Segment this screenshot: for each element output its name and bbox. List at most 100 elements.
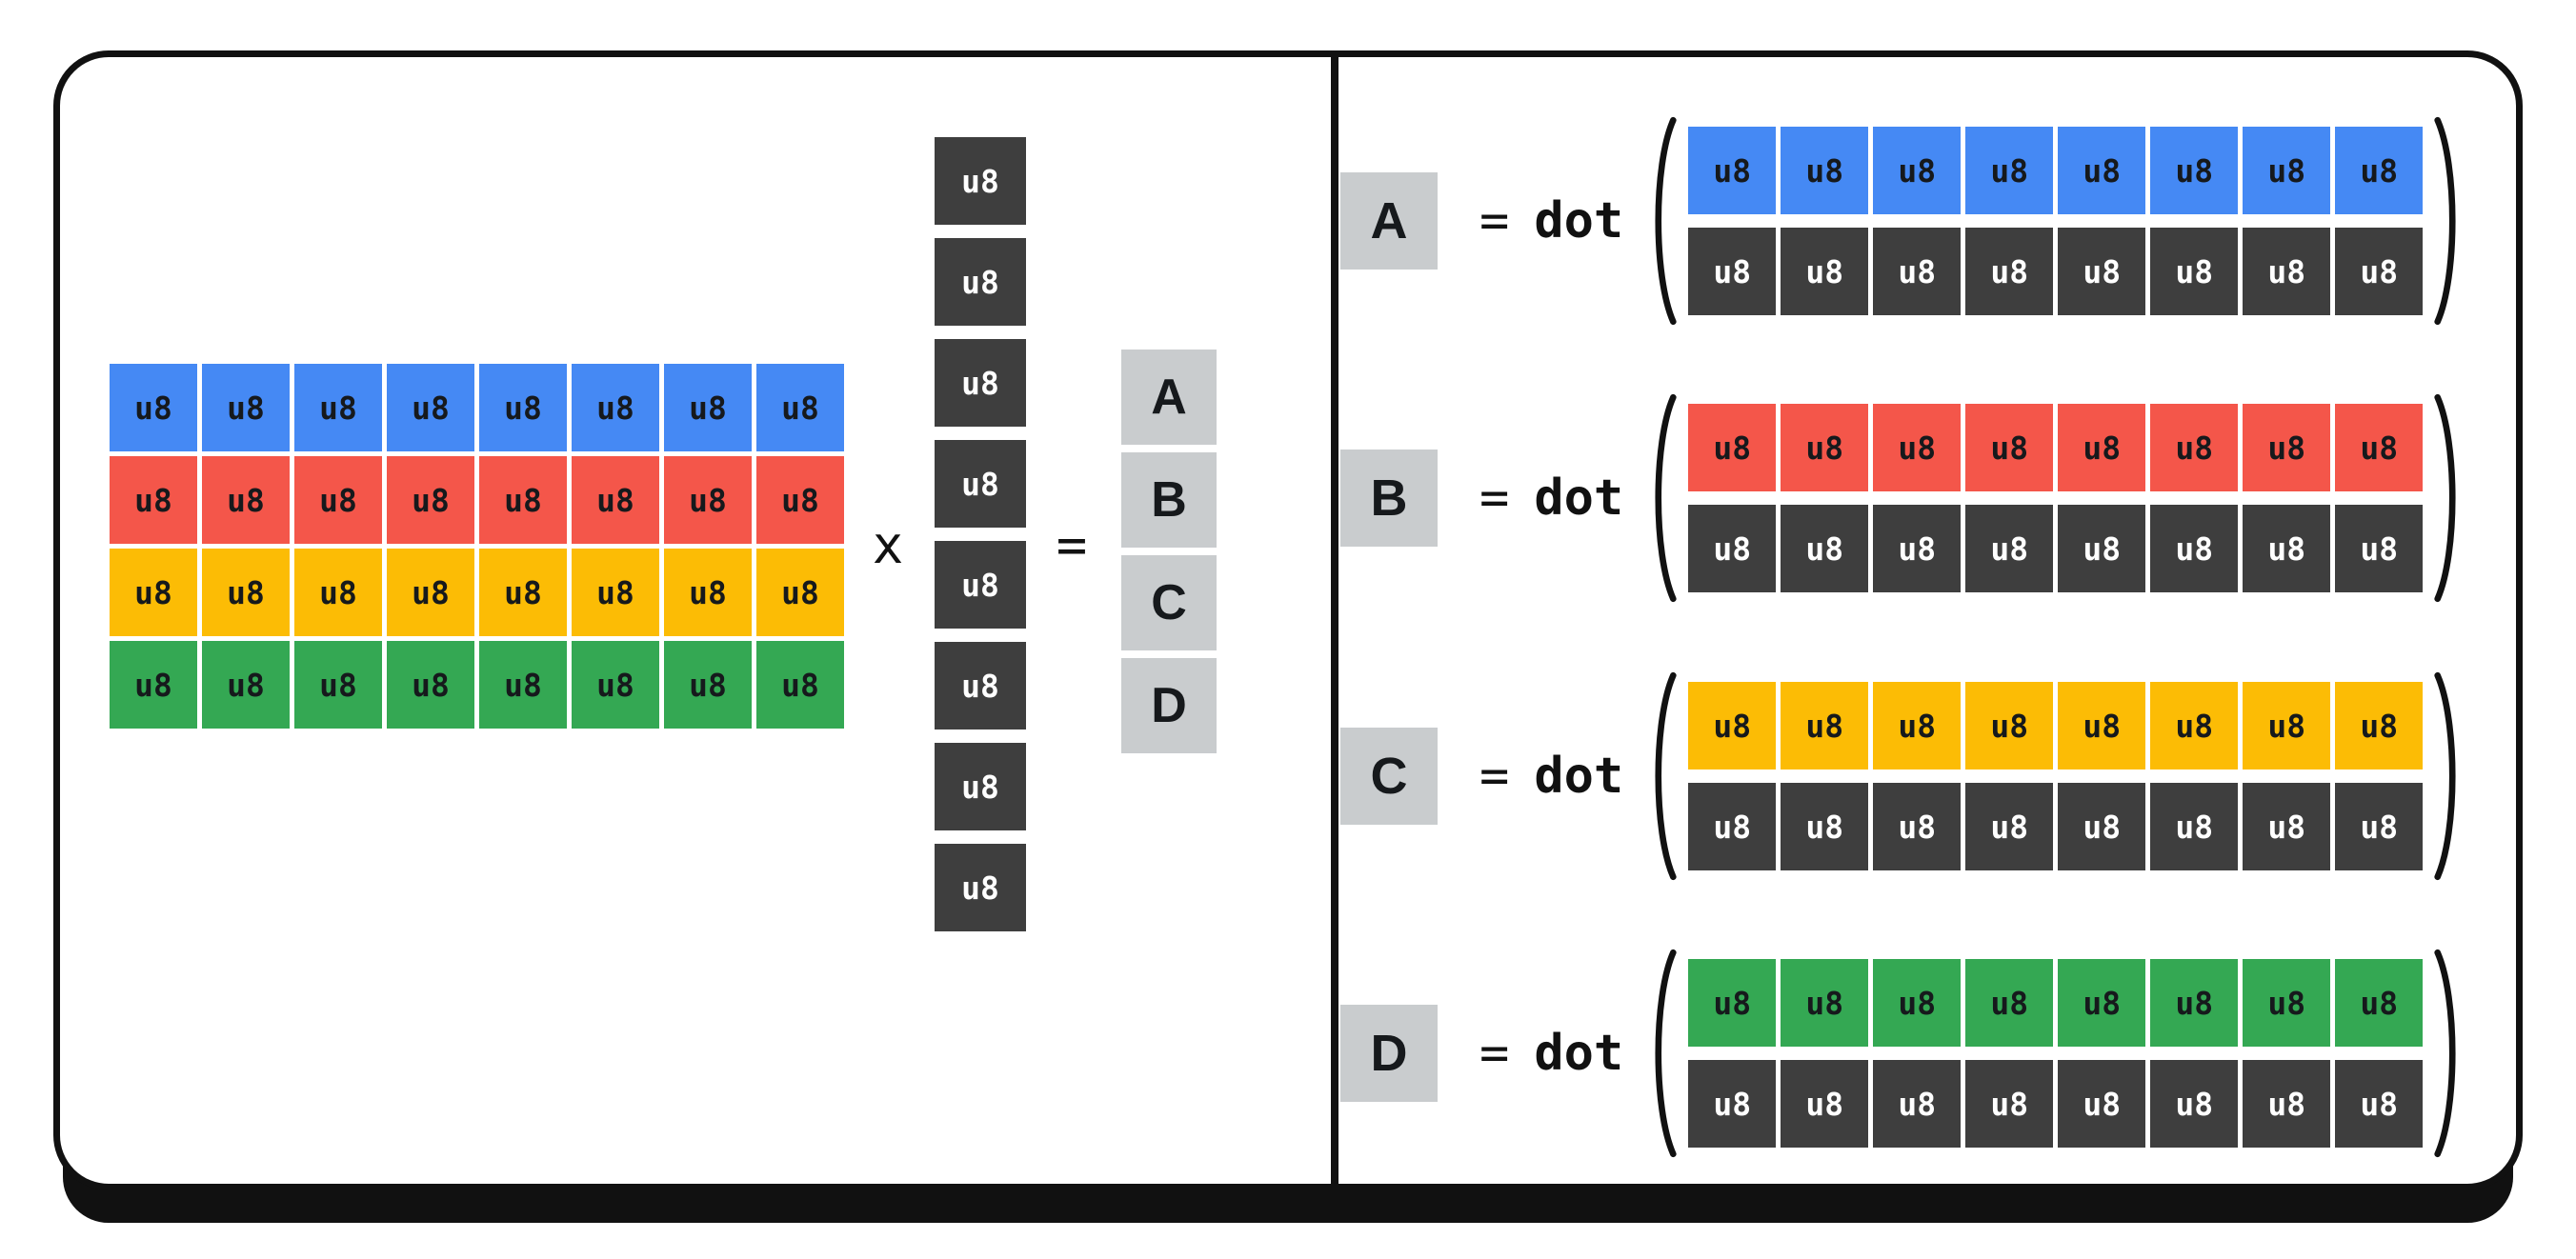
result-vector: A B C D xyxy=(1121,350,1217,753)
result-label-d: D xyxy=(1340,1005,1438,1102)
dot-function-label: dot xyxy=(1534,1025,1624,1082)
u8-cell: u8 xyxy=(2058,783,2146,870)
dot-function-label: dot xyxy=(1534,748,1624,805)
open-paren-icon xyxy=(1655,949,1677,1158)
u8-cell: u8 xyxy=(1873,682,1962,769)
u8-cell: u8 xyxy=(1781,228,1869,315)
u8-cell: u8 xyxy=(479,549,567,636)
close-paren-icon xyxy=(2434,671,2456,881)
result-label-c: C xyxy=(1340,728,1438,825)
u8-cell: u8 xyxy=(756,641,844,729)
u8-cell: u8 xyxy=(1688,783,1777,870)
result-label-a: A xyxy=(1340,172,1438,270)
u8-cell: u8 xyxy=(2335,682,2424,769)
dot-function-label: dot xyxy=(1534,192,1624,250)
u8-cell: u8 xyxy=(2150,959,2239,1047)
u8-cell: u8 xyxy=(2243,783,2331,870)
u8-cell: u8 xyxy=(1965,783,2054,870)
u8-cell: u8 xyxy=(935,440,1026,528)
u8-cell: u8 xyxy=(479,641,567,729)
open-paren-icon xyxy=(1655,393,1677,603)
u8-cell: u8 xyxy=(1781,127,1869,214)
u8-cell: u8 xyxy=(1688,1060,1777,1148)
u8-cell: u8 xyxy=(110,549,197,636)
u8-cell: u8 xyxy=(664,641,752,729)
u8-cell: u8 xyxy=(110,364,197,451)
equals-sign: = xyxy=(1479,748,1510,805)
u8-cell: u8 xyxy=(2058,228,2146,315)
u8-cell: u8 xyxy=(2243,682,2331,769)
u8-cell: u8 xyxy=(294,549,382,636)
u8-cell: u8 xyxy=(2243,1060,2331,1148)
u8-cell: u8 xyxy=(2150,404,2239,491)
u8-cell: u8 xyxy=(2243,505,2331,592)
u8-cell: u8 xyxy=(664,364,752,451)
close-paren-icon xyxy=(2434,949,2456,1158)
u8-cell: u8 xyxy=(572,549,659,636)
u8-cell: u8 xyxy=(1965,682,2054,769)
result-cell-d: D xyxy=(1121,658,1217,753)
u8-cell: u8 xyxy=(2150,682,2239,769)
u8-cell: u8 xyxy=(1873,959,1962,1047)
u8-cell: u8 xyxy=(664,456,752,544)
u8-cell: u8 xyxy=(479,364,567,451)
u8-cell: u8 xyxy=(2150,1060,2239,1148)
u8-cell: u8 xyxy=(2335,127,2424,214)
u8-cell: u8 xyxy=(294,456,382,544)
u8-cell: u8 xyxy=(935,137,1026,225)
u8-cell: u8 xyxy=(935,743,1026,830)
u8-cell: u8 xyxy=(2335,404,2424,491)
close-paren-icon xyxy=(2434,116,2456,326)
u8-cell: u8 xyxy=(1688,682,1777,769)
u8-cell: u8 xyxy=(294,641,382,729)
u8-cell: u8 xyxy=(1965,1060,2054,1148)
u8-cell: u8 xyxy=(1965,228,2054,315)
u8-cell: u8 xyxy=(935,844,1026,931)
u8-cell: u8 xyxy=(2335,505,2424,592)
u8-cell: u8 xyxy=(2335,959,2424,1047)
result-cell-b: B xyxy=(1121,452,1217,548)
u8-cell: u8 xyxy=(2058,682,2146,769)
multiply-operator: x xyxy=(872,515,904,575)
u8-cell: u8 xyxy=(110,456,197,544)
result-label-b: B xyxy=(1340,450,1438,547)
u8-cell: u8 xyxy=(387,549,474,636)
u8-cell: u8 xyxy=(202,641,290,729)
u8-cell: u8 xyxy=(1965,404,2054,491)
u8-cell: u8 xyxy=(110,641,197,729)
open-paren-icon xyxy=(1655,116,1677,326)
u8-cell: u8 xyxy=(2335,228,2424,315)
u8-cell: u8 xyxy=(1965,959,2054,1047)
u8-cell: u8 xyxy=(1781,783,1869,870)
u8-cell: u8 xyxy=(1781,1060,1869,1148)
u8-cell: u8 xyxy=(572,456,659,544)
u8-cell: u8 xyxy=(2058,404,2146,491)
u8-cell: u8 xyxy=(2058,505,2146,592)
u8-cell: u8 xyxy=(1873,783,1962,870)
u8-cell: u8 xyxy=(756,456,844,544)
u8-cell: u8 xyxy=(935,642,1026,729)
u8-cell: u8 xyxy=(935,541,1026,629)
u8-cell: u8 xyxy=(387,641,474,729)
u8-cell: u8 xyxy=(1873,505,1962,592)
u8-cell: u8 xyxy=(1688,228,1777,315)
u8-cell: u8 xyxy=(1873,127,1962,214)
u8-cell: u8 xyxy=(1873,1060,1962,1148)
u8-cell: u8 xyxy=(2243,404,2331,491)
